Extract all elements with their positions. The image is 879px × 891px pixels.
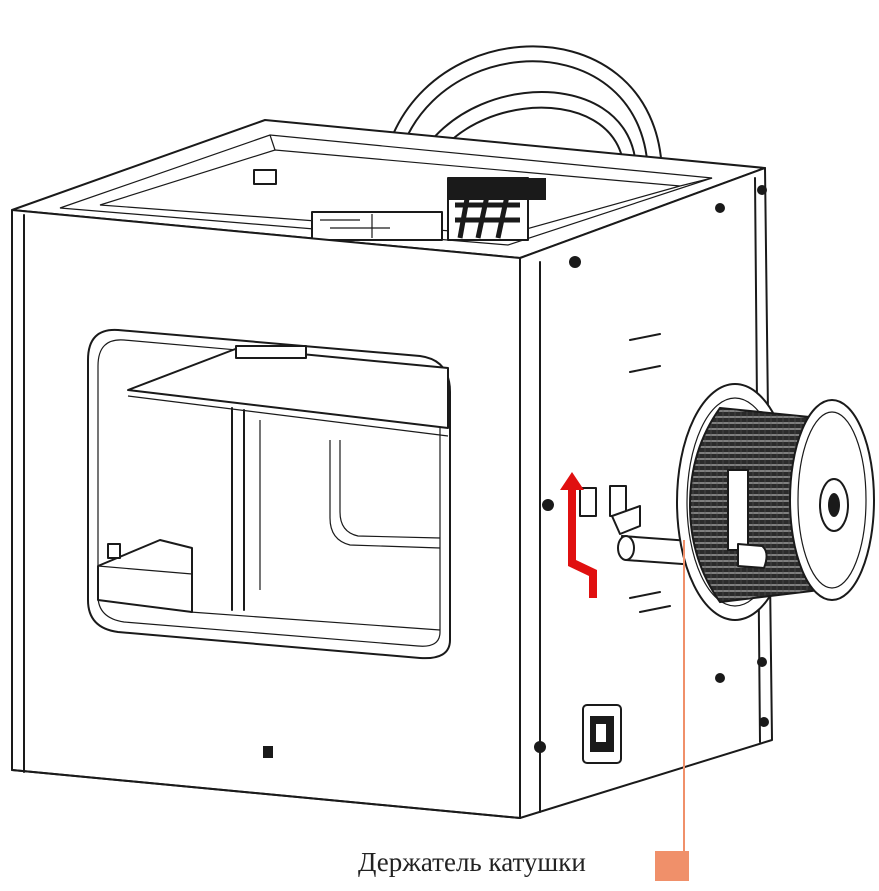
filament-spool xyxy=(676,383,875,621)
direction-arrow xyxy=(560,472,597,598)
front-window xyxy=(87,328,451,660)
callout-marker xyxy=(655,851,689,881)
spool-holder-label: Держатель катушки xyxy=(358,847,586,877)
side-panel xyxy=(519,167,773,819)
printhead-assembly xyxy=(253,169,546,241)
